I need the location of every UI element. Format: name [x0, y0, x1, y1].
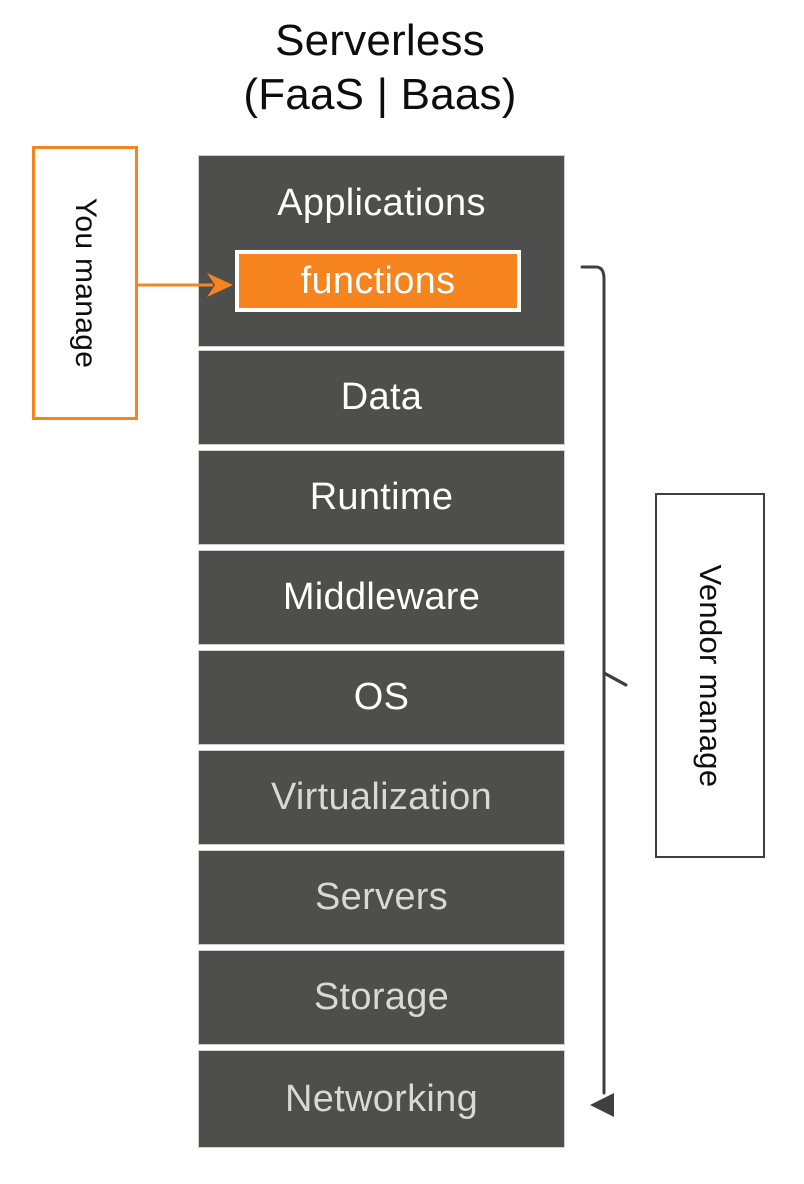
you-manage-label: You manage — [69, 197, 102, 369]
stack-layer-networking[interactable]: Networking — [198, 1050, 565, 1148]
stack-layer-runtime[interactable]: Runtime — [198, 450, 565, 545]
stack-layer-middleware[interactable]: Middleware — [198, 550, 565, 645]
vendor-manage-bracket-icon — [580, 265, 628, 1117]
stack-layer-label-virtualization: Virtualization — [270, 776, 493, 818]
stack-layer-data[interactable]: Data — [198, 350, 565, 445]
functions-label: functions — [300, 259, 456, 302]
stack-layer-label-middleware: Middleware — [282, 576, 481, 618]
functions-highlight-box[interactable]: functions — [235, 250, 521, 312]
stack-layer-label-data: Data — [340, 376, 423, 418]
you-manage-callout[interactable]: You manage — [32, 146, 138, 420]
stack-layer-os[interactable]: OS — [198, 650, 565, 745]
stack-layer-label-networking: Networking — [284, 1077, 479, 1120]
page-title: Serverless (FaaS | Baas) — [160, 14, 600, 122]
vendor-manage-label: Vendor manage — [693, 564, 728, 787]
stack-layer-virtualization[interactable]: Virtualization — [198, 750, 565, 845]
stack-layer-label-applications: Applications — [277, 182, 486, 224]
stack-layer-label-servers: Servers — [314, 876, 449, 918]
stack-layer-applications[interactable]: Applications functions — [198, 155, 565, 347]
stack-layer-servers[interactable]: Servers — [198, 850, 565, 945]
title-line-2: (FaaS | Baas) — [243, 70, 517, 119]
title-line-1: Serverless — [275, 16, 485, 65]
stack-layer-storage[interactable]: Storage — [198, 950, 565, 1045]
vendor-manage-callout[interactable]: Vendor manage — [655, 493, 765, 858]
stack-layer-label-storage: Storage — [313, 976, 450, 1018]
stack-layer-label-runtime: Runtime — [309, 476, 454, 518]
stack-layer-label-os: OS — [353, 676, 410, 718]
you-manage-arrow-icon — [137, 273, 233, 297]
service-stack: Applications functions Data Runtime Midd… — [198, 155, 565, 1148]
